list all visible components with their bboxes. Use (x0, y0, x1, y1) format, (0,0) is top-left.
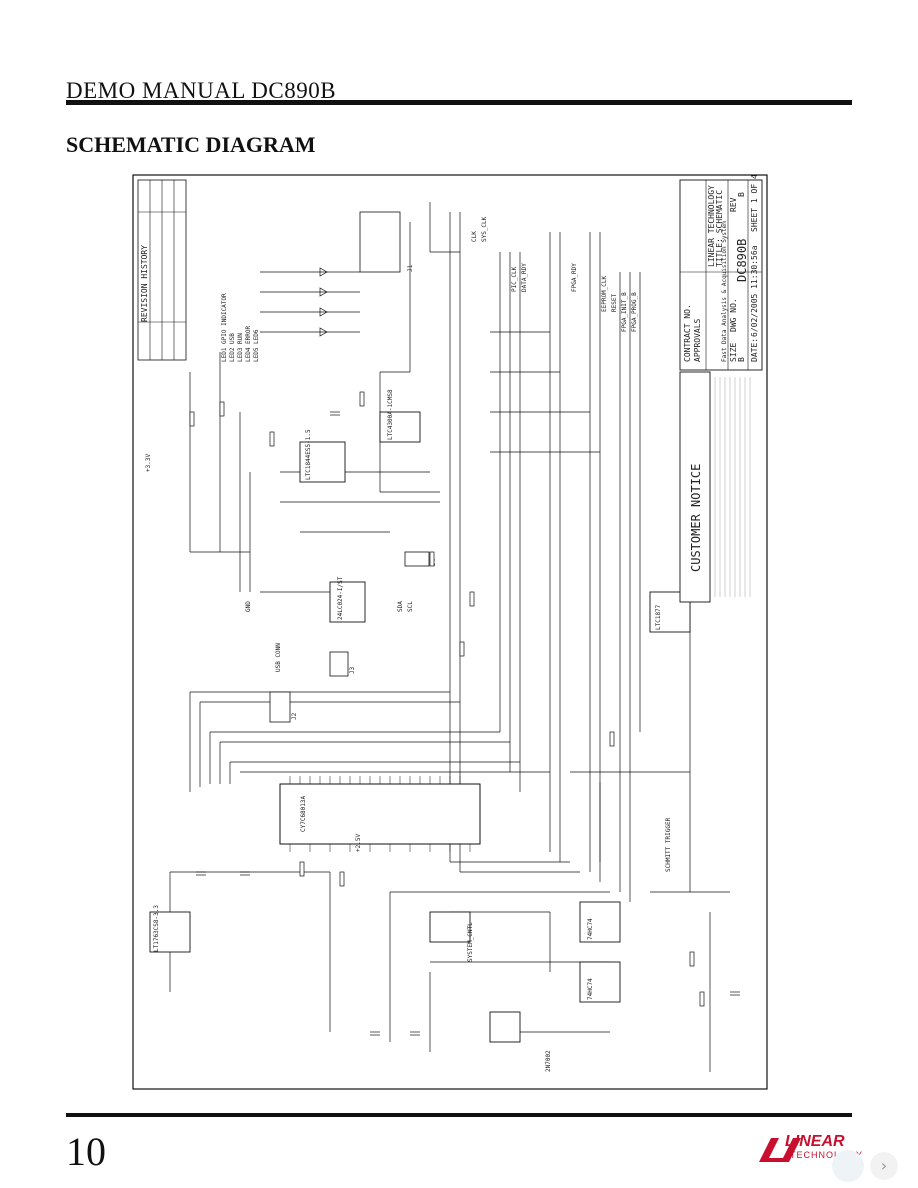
customer-notice-box: CUSTOMER NOTICE (679, 371, 751, 603)
part-label-ldo: LT1763CS8-3.3 (153, 905, 160, 952)
manual-title: DEMO MANUAL DC890B (66, 78, 337, 103)
ic-u8b (579, 961, 621, 1003)
title-block-size-label: SIZE (729, 343, 738, 362)
ic-u8a (579, 901, 621, 943)
net-labels: +3.3V +2.5V GND SDA SCL CLK SYS_CLK PIC_… (145, 216, 638, 962)
net-label-clk: CLK (471, 231, 478, 242)
title-block-dwg-value: DC890B (735, 239, 749, 282)
part-labels: LT1763CS8-3.3 LTC1844ES5-1.5 LTC4300A-1C… (153, 389, 672, 1072)
net-label-scl: SCL (407, 601, 414, 612)
connector-label-j1: J1 (407, 264, 414, 272)
part-label-eeprom: 24LC024-I/ST (337, 576, 344, 620)
title-block-dwg-label: DWG NO. (729, 298, 738, 332)
connector-j1 (359, 211, 401, 273)
led-label-1: LED1 GPIO INDICATOR (221, 293, 228, 362)
led-label-3: LED3 RUN (237, 333, 244, 362)
schematic-border (132, 174, 768, 1090)
part-label-ltc1877: LTC1877 (655, 604, 662, 630)
net-label-sys-clk: SYS_CLK (481, 216, 488, 242)
title-block-size-value: B (737, 357, 746, 362)
passives (189, 391, 740, 1036)
net-label-25v: +2.5V (355, 834, 362, 852)
part-label-ltc4300: LTC4300A-1CMS8 (387, 389, 394, 440)
connector-label-usb: USB CONN (275, 643, 282, 672)
connector-label-j3: J3 (349, 666, 356, 674)
title-block: CONTRACT NO. APPROVALS LINEAR TECHNOLOGY… (679, 174, 763, 371)
title-block-approvals: APPROVALS (693, 318, 702, 362)
ic-u3 (379, 411, 421, 443)
ic-u4 (329, 581, 366, 623)
schematic-diagram: REVISION HISTORY (130, 172, 770, 1092)
wiring (169, 202, 730, 1072)
connector-j2 (269, 691, 291, 723)
revision-history-table: REVISION HISTORY (137, 179, 187, 361)
page-number: 10 (66, 1129, 106, 1174)
ic-u1 (149, 911, 191, 953)
title-block-company: LINEAR TECHNOLOGY (707, 185, 716, 267)
title-block-title-text: Fast Data Analysis & Acquisition System (721, 221, 728, 362)
viewer-badge-icon[interactable] (832, 1150, 864, 1182)
title-block-contract: CONTRACT NO. (683, 304, 692, 362)
title-block-title-label: TITLE: SCHEMATIC (715, 190, 724, 267)
header-rule (66, 100, 852, 105)
net-label-gnd: GND (245, 601, 252, 612)
title-block-sheet: SHEET 1 OF 4 (750, 174, 759, 232)
ic-u7 (429, 911, 471, 943)
ic-u10 (489, 1011, 521, 1043)
linear-logo-icon (759, 1138, 801, 1162)
title-block-rev-label: REV (729, 197, 738, 212)
net-label-fpga-rdy: FPGA_RDY (571, 263, 578, 292)
logo-wordmark: LINEAR (785, 1133, 845, 1150)
title-block-rev-value: B (737, 192, 746, 197)
revision-history-title: REVISION HISTORY (140, 245, 149, 322)
led-array: LED1 GPIO INDICATOR LED2 USB LED3 RUN LE… (221, 267, 360, 362)
led-label-4: LED4 ERROR (245, 325, 252, 362)
net-label-pic-clk: PIC_CLK (511, 266, 518, 292)
net-label-eeprom-clk: EEPROM_CLK (601, 275, 608, 312)
part-label-74hc74-a: 74HC74 (587, 918, 594, 940)
logo-subtext: TECHNOLOGY (790, 1150, 864, 1160)
net-label-33v: +3.3V (145, 454, 152, 472)
part-label-74hc74-b: 74HC74 (587, 978, 594, 1000)
connector-j4 (404, 551, 430, 567)
small-ics (149, 411, 691, 1043)
customer-notice-title: CUSTOMER NOTICE (689, 464, 703, 572)
part-label-2n7002: 2N7002 (545, 1050, 552, 1072)
schematic-svg: REVISION HISTORY (132, 174, 768, 1090)
led-label-2: LED2 USB (229, 333, 236, 362)
net-label-system-cntl: SYSTEM_CNTL (467, 922, 474, 962)
net-label-fpga-init: FPGA_INIT_B (621, 292, 628, 332)
section-title: SCHEMATIC DIAGRAM (66, 132, 316, 157)
net-label-sda: SDA (397, 601, 404, 612)
connector-j3 (329, 651, 349, 677)
connector-label-j2: J2 (291, 712, 298, 720)
title-block-date-value: 6/02/2005 11:30:56a (750, 245, 759, 337)
ic-u2 (299, 441, 346, 483)
net-label-reset: RESET (611, 294, 618, 312)
led-label-5: LED5 LED6 (253, 329, 260, 362)
connectors: J1 J2 J3 J4 USB CONN (269, 211, 437, 723)
title-block-date-label: DATE: (750, 338, 759, 362)
main-ic-label: CY7C68013A (300, 795, 307, 832)
part-label-ltc1844: LTC1844ES5-1.5 (305, 429, 312, 480)
main-ic: CY7C68013A (279, 776, 481, 852)
next-page-button[interactable]: › (870, 1152, 898, 1180)
footer-rule (66, 1113, 852, 1117)
part-label-schmitt: SCHMITT TRIGGER (665, 817, 672, 872)
net-label-fpga-prog: FPGA_PROG_B (631, 292, 638, 332)
net-label-data-rdy: DATA_RDY (521, 263, 528, 292)
